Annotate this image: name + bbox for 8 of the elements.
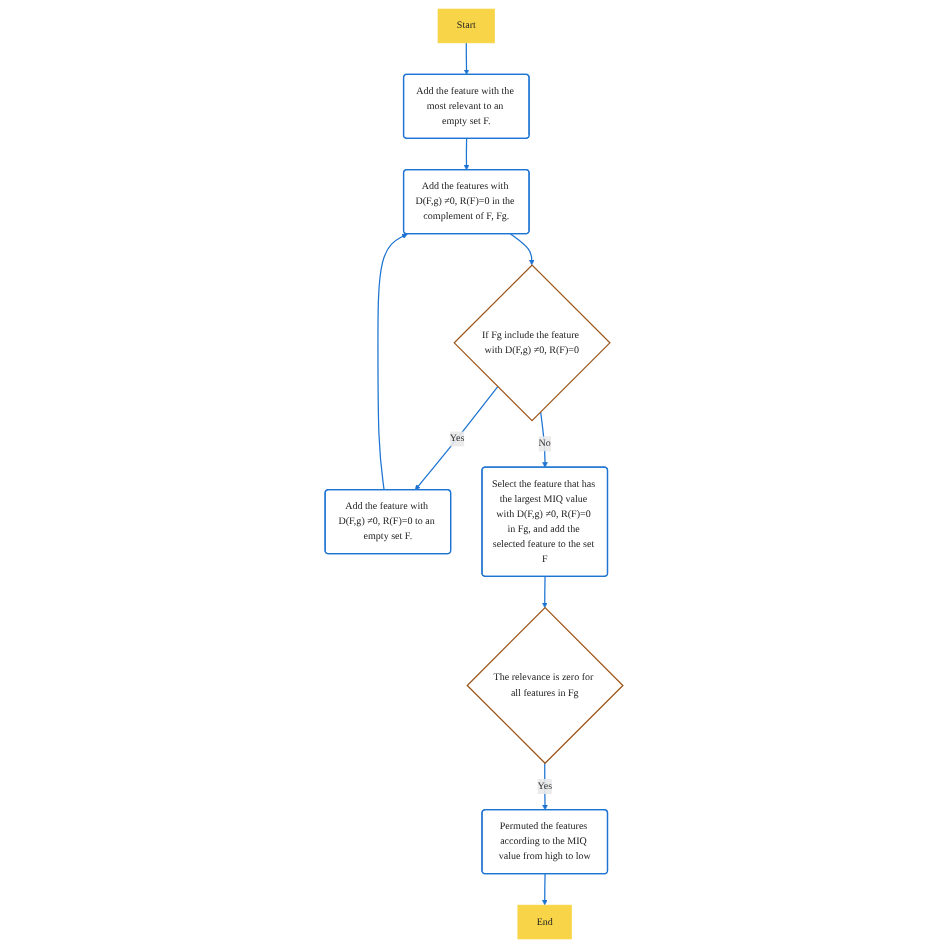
arrow: [414, 386, 499, 491]
arrow: [377, 233, 408, 491]
arrow: [542, 762, 548, 811]
arrow: [463, 137, 470, 171]
arrow: [509, 233, 535, 266]
arrow: [463, 42, 470, 75]
arrow: [542, 575, 548, 608]
arrow: [542, 873, 548, 906]
